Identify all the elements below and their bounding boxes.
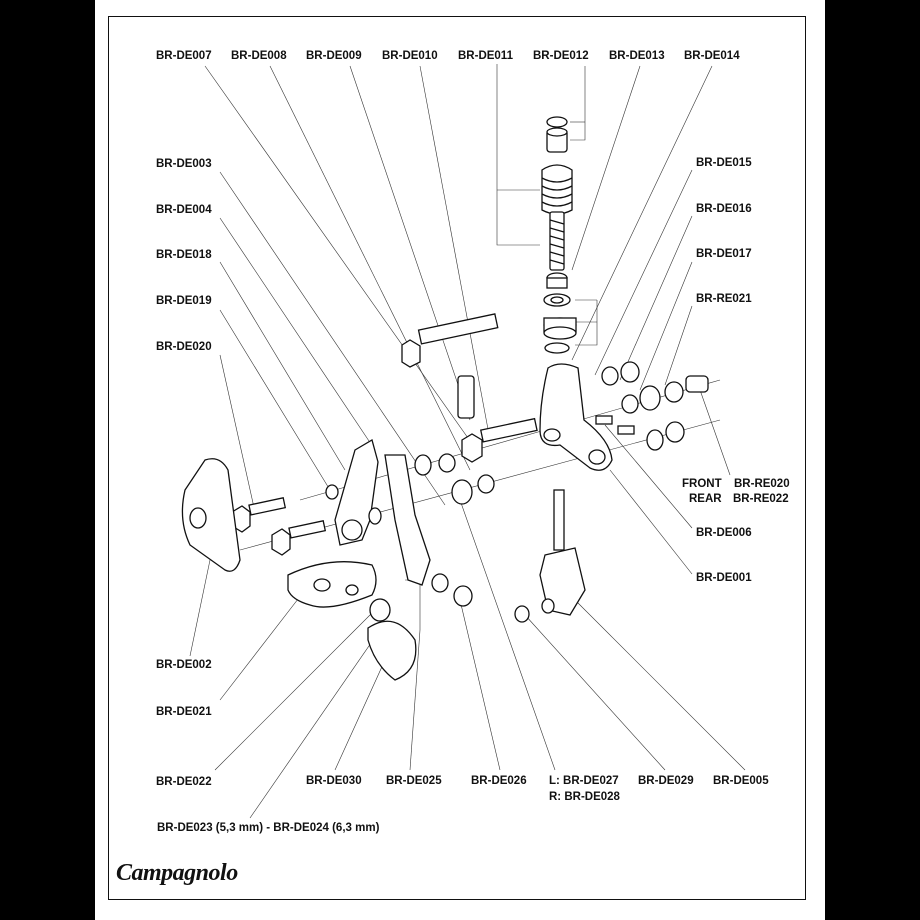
label-br-de026: BR-DE026 xyxy=(471,775,527,787)
label-br-de006: BR-DE006 xyxy=(696,527,752,539)
label-spacer-note: BR-DE023 (5,3 mm) - BR-DE024 (6,3 mm) xyxy=(157,822,380,834)
drawing-frame xyxy=(108,16,806,900)
label-br-re022: BR-RE022 xyxy=(733,493,789,505)
label-br-de018: BR-DE018 xyxy=(156,249,212,261)
label-br-de008: BR-DE008 xyxy=(231,50,287,62)
parts xyxy=(181,116,709,681)
leader-lines xyxy=(189,64,746,819)
label-br-de012: BR-DE012 xyxy=(533,50,589,62)
label-br-de014: BR-DE014 xyxy=(684,50,740,62)
label-rear-prefix: REAR xyxy=(689,493,722,505)
label-br-de022: BR-DE022 xyxy=(156,776,212,788)
label-br-de011: BR-DE011 xyxy=(458,50,513,62)
label-br-de001: BR-DE001 xyxy=(696,572,752,584)
label-br-de030: BR-DE030 xyxy=(306,775,362,787)
label-br-de020: BR-DE020 xyxy=(156,341,212,353)
campagnolo-logo: Campagnolo xyxy=(116,860,238,886)
label-br-de017: BR-DE017 xyxy=(696,248,752,260)
label-br-de025: BR-DE025 xyxy=(386,775,442,787)
label-br-de010: BR-DE010 xyxy=(382,50,438,62)
label-br-re020: BR-RE020 xyxy=(734,478,790,490)
label-br-de002: BR-DE002 xyxy=(156,659,212,671)
label-br-de028-right: R: BR-DE028 xyxy=(549,791,620,803)
label-br-de003: BR-DE003 xyxy=(156,158,212,170)
label-br-de009: BR-DE009 xyxy=(306,50,362,62)
label-br-de016: BR-DE016 xyxy=(696,203,752,215)
label-br-de005: BR-DE005 xyxy=(713,775,769,787)
label-br-de004: BR-DE004 xyxy=(156,204,212,216)
label-br-de019: BR-DE019 xyxy=(156,295,212,307)
label-br-de027-left: L: BR-DE027 xyxy=(549,775,619,787)
label-br-de013: BR-DE013 xyxy=(609,50,665,62)
label-br-de007: BR-DE007 xyxy=(156,50,212,62)
label-br-de015: BR-DE015 xyxy=(696,157,752,169)
label-br-de029: BR-DE029 xyxy=(638,775,694,787)
label-br-de021: BR-DE021 xyxy=(156,706,212,718)
label-br-re021: BR-RE021 xyxy=(696,293,752,305)
label-front-prefix: FRONT xyxy=(682,478,722,490)
